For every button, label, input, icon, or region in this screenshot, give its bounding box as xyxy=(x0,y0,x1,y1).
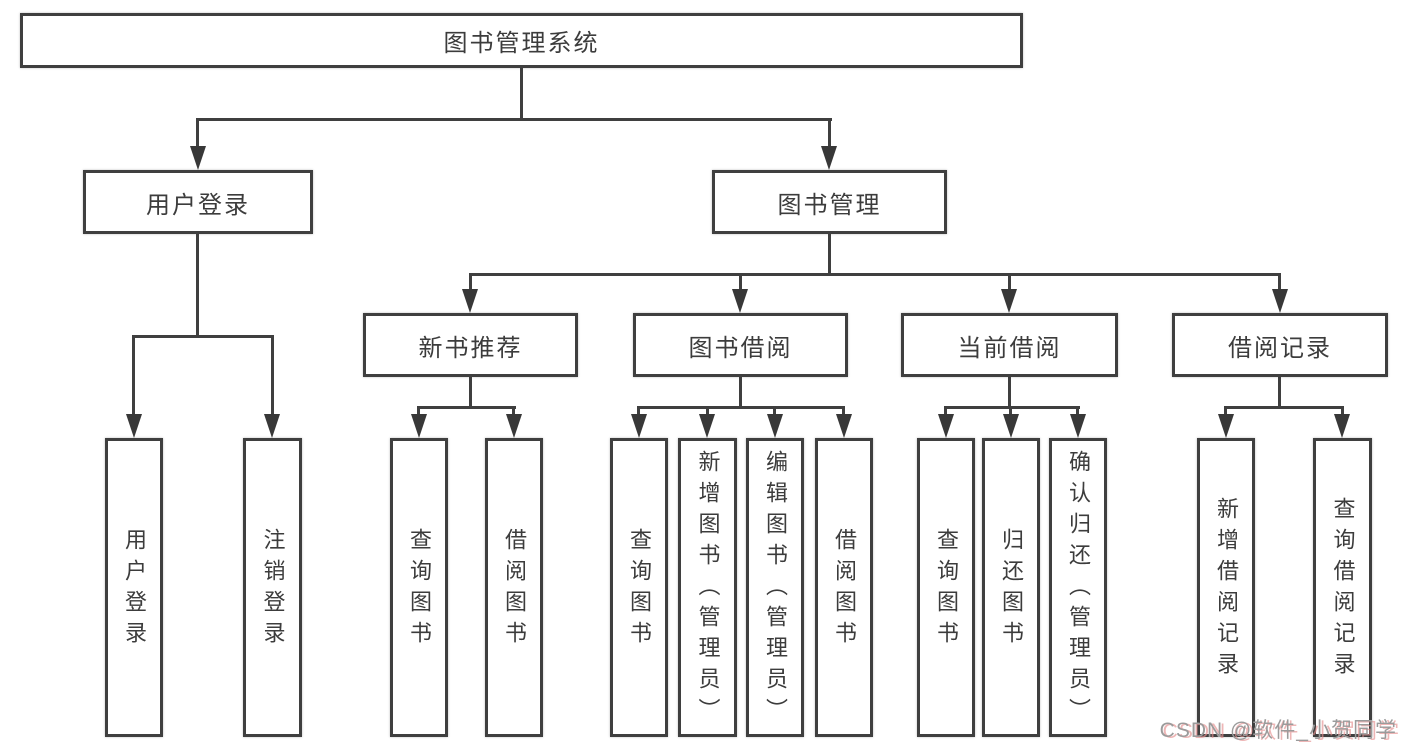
connector-bookmgmt-stem xyxy=(828,234,831,273)
connector-drop-records xyxy=(1278,273,1281,303)
connector-drop-logout xyxy=(271,335,274,428)
arrowhead-borrow xyxy=(732,289,748,313)
arrowhead-records xyxy=(1272,289,1288,313)
connector-current-branch xyxy=(944,406,1080,409)
connector-current-stem xyxy=(1008,377,1011,406)
arrowhead-bor-borrow xyxy=(836,414,852,438)
leaf-current-return-books: 归还图书 xyxy=(982,438,1040,737)
connector-records-branch xyxy=(1224,406,1344,409)
leaf-records-add-record: 新增借阅记录 xyxy=(1197,438,1255,737)
arrowhead-login xyxy=(126,414,142,438)
leaf-borrow-query-books: 查询图书 xyxy=(610,438,668,737)
leaf-current-confirm-return-admin: 确认归还（管理员） xyxy=(1049,438,1107,737)
leaf-logout: 注销登录 xyxy=(243,438,302,737)
connector-drop-book-mgmt xyxy=(828,118,831,160)
connector-drop-login xyxy=(132,335,135,428)
connector-root-branch xyxy=(196,118,832,121)
arrowhead-recd-add xyxy=(1218,414,1234,438)
arrowhead-user-login xyxy=(190,146,206,170)
leaf-borrow-add-books-admin: 新增图书（管理员） xyxy=(678,438,737,737)
node-book-management: 图书管理 xyxy=(712,170,947,234)
arrowhead-recommend xyxy=(462,289,478,313)
leaf-borrow-edit-books-admin: 编辑图书（管理员） xyxy=(746,438,804,737)
arrowhead-bor-edit xyxy=(767,414,783,438)
connector-root-stem xyxy=(520,68,523,118)
leaf-current-query-books: 查询图书 xyxy=(917,438,975,737)
connector-borrow-stem xyxy=(739,377,742,406)
connector-borrow-branch xyxy=(637,406,845,409)
node-root: 图书管理系统 xyxy=(20,13,1023,68)
arrowhead-bor-query xyxy=(631,414,647,438)
connector-bookmgmt-branch xyxy=(469,273,1281,276)
arrowhead-rec-query xyxy=(411,414,427,438)
arrowhead-recd-query xyxy=(1334,414,1350,438)
leaf-records-query-record: 查询借阅记录 xyxy=(1313,438,1372,737)
node-current-borrow: 当前借阅 xyxy=(901,313,1118,377)
connector-recommend-stem xyxy=(469,377,472,406)
connector-drop-current xyxy=(1008,273,1011,303)
arrowhead-book-mgmt xyxy=(821,146,837,170)
connector-userlogin-stem xyxy=(196,234,199,335)
arrowhead-cur-confirm xyxy=(1070,414,1086,438)
arrowhead-rec-borrow xyxy=(506,414,522,438)
arrowhead-logout xyxy=(264,414,280,438)
connector-records-stem xyxy=(1278,377,1281,406)
connector-drop-borrow xyxy=(739,273,742,303)
node-new-book-recommend: 新书推荐 xyxy=(363,313,578,377)
connector-drop-user-login xyxy=(196,118,199,160)
leaf-borrow-borrow-books: 借阅图书 xyxy=(815,438,873,737)
node-borrow-records: 借阅记录 xyxy=(1172,313,1388,377)
arrowhead-bor-add xyxy=(699,414,715,438)
node-user-login: 用户登录 xyxy=(83,170,313,234)
node-book-borrow: 图书借阅 xyxy=(633,313,848,377)
leaf-user-login: 用户登录 xyxy=(105,438,163,737)
arrowhead-current xyxy=(1001,289,1017,313)
arrowhead-cur-query xyxy=(938,414,954,438)
csdn-watermark: CSDN @软件_小贺同学 xyxy=(1159,719,1397,742)
connector-recommend-branch xyxy=(417,406,516,409)
arrowhead-cur-return xyxy=(1003,414,1019,438)
leaf-recommend-query-books: 查询图书 xyxy=(390,438,448,737)
leaf-recommend-borrow-books: 借阅图书 xyxy=(485,438,543,737)
connector-userlogin-branch xyxy=(132,335,274,338)
connector-drop-recommend xyxy=(469,273,472,303)
